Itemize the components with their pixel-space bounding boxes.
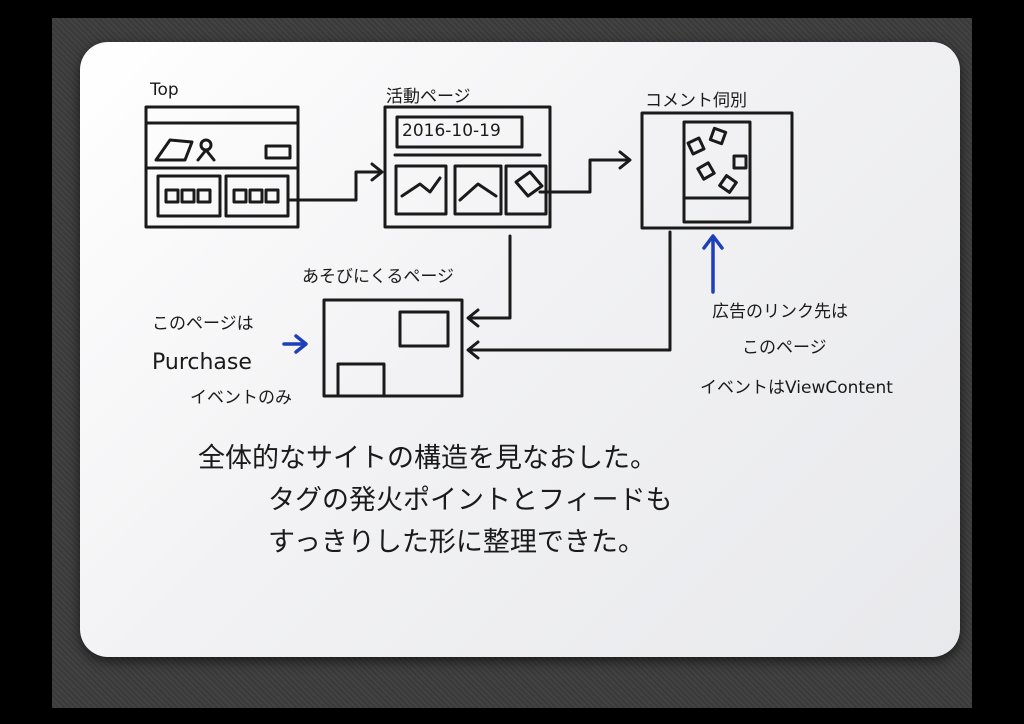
right-note-line-1: 広告のリンク先は bbox=[712, 302, 848, 322]
left-note-line-3: イベントのみ bbox=[190, 388, 292, 408]
activity-page-label: 活動ページ bbox=[386, 87, 471, 107]
date-label: 2016-10-19 bbox=[402, 121, 501, 141]
left-note-line-1: このページは bbox=[152, 314, 254, 334]
left-note-line-2: Purchase bbox=[152, 350, 252, 375]
landing-page-label: あそびにくるページ bbox=[302, 267, 454, 287]
summary-line-3: すっきりした形に整理できた。 bbox=[268, 527, 645, 558]
comment-example-label: コメント伺別 bbox=[645, 91, 747, 111]
activity-page-box bbox=[383, 105, 552, 229]
landing-page-box bbox=[322, 298, 464, 398]
right-note-line-2: このページ bbox=[742, 338, 827, 358]
summary-line-2: タグの発火ポイントとフィードも bbox=[268, 485, 673, 516]
comment-page-box bbox=[640, 111, 794, 230]
right-note-line-3: イベントはViewContent bbox=[700, 378, 893, 398]
top-label: Top bbox=[150, 80, 179, 100]
summary-line-1: 全体的なサイトの構造を見なおした。 bbox=[198, 443, 657, 474]
